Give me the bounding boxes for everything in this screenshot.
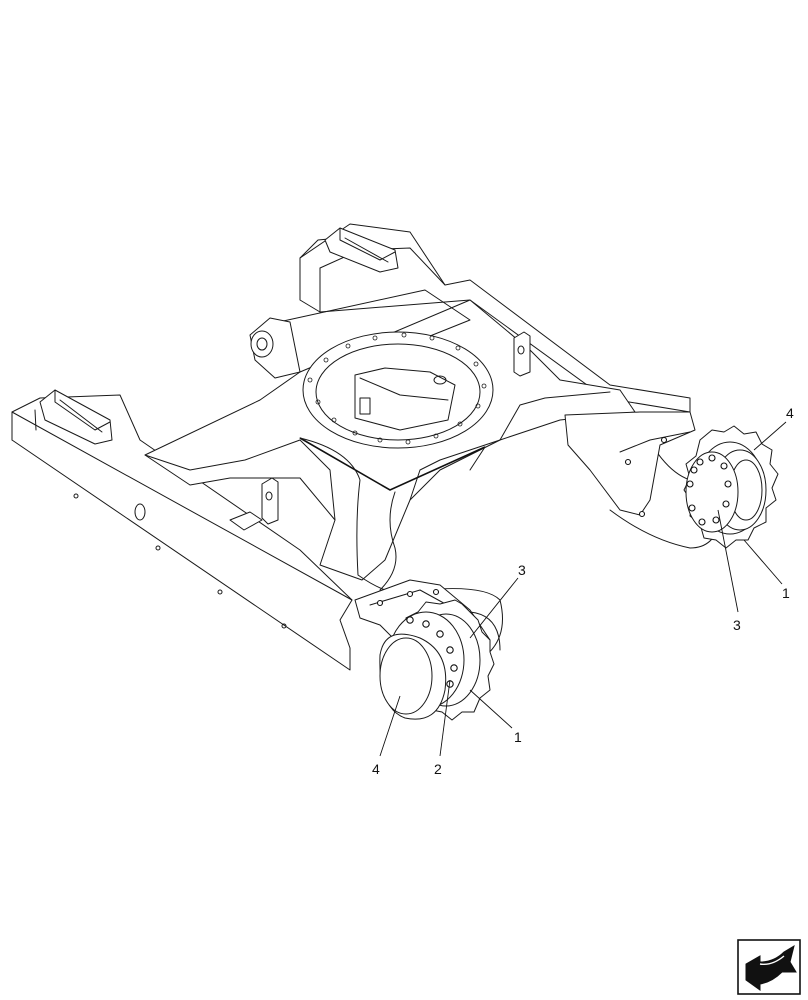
slewing-ring — [302, 331, 494, 449]
left-hub-cover — [379, 633, 447, 720]
left-drive-assembly — [354, 579, 501, 721]
ring-bolt-holes — [307, 332, 487, 445]
callout-leaders — [379, 421, 787, 757]
callout-left-1: 1 — [514, 729, 522, 745]
right-hub-flange — [685, 451, 739, 533]
callout-right-3: 3 — [733, 617, 741, 633]
callout-left-2: 2 — [434, 761, 442, 777]
callout-right-1: 1 — [782, 585, 790, 601]
page-turn-arrow-icon[interactable] — [737, 939, 801, 995]
callout-left-3: 3 — [518, 562, 526, 578]
callout-right-4: 4 — [786, 405, 794, 421]
callout-left-4: 4 — [372, 761, 380, 777]
right-drive-assembly — [564, 411, 779, 549]
callout-labels: 4 1 3 3 1 4 2 — [372, 405, 794, 777]
